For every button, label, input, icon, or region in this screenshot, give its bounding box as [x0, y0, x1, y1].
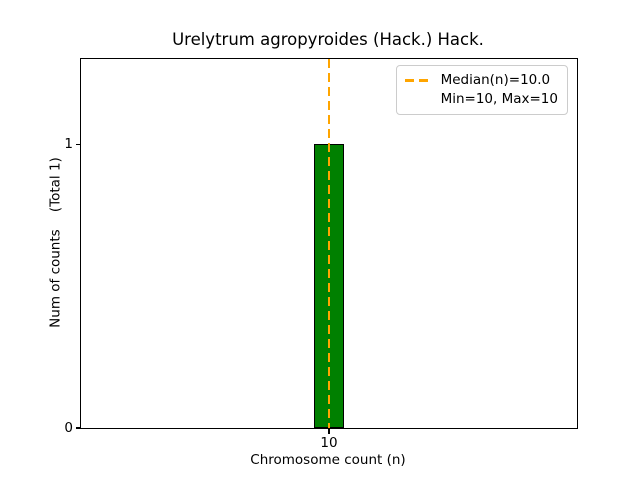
y-tick-mark	[75, 143, 80, 145]
median-line	[327, 59, 331, 428]
y-tick-label: 0	[64, 419, 73, 436]
y-tick-mark	[75, 427, 80, 429]
legend-label-median: Median(n)=10.0	[440, 72, 551, 88]
dashed-line-icon	[404, 79, 432, 82]
legend-label-minmax: Min=10, Max=10	[440, 91, 558, 107]
y-axis-label: Num of counts (Total 1)	[47, 157, 64, 328]
chart-title: Urelytrum agropyroides (Hack.) Hack.	[172, 30, 484, 49]
legend-sample-spacer	[405, 98, 432, 101]
legend-entry-minmax: Min=10, Max=10	[405, 90, 558, 109]
x-tick-mark	[328, 429, 330, 434]
legend-entry-median: Median(n)=10.0	[404, 71, 558, 90]
plot-area: 0 1 10 Median(n)=10.0 Min=10, Max=10	[64, 58, 578, 451]
y-tick-label: 1	[64, 135, 73, 152]
legend: Median(n)=10.0 Min=10, Max=10	[395, 65, 568, 115]
x-tick-label: 10	[320, 435, 338, 451]
x-axis-label: Chromosome count (n)	[250, 452, 406, 468]
